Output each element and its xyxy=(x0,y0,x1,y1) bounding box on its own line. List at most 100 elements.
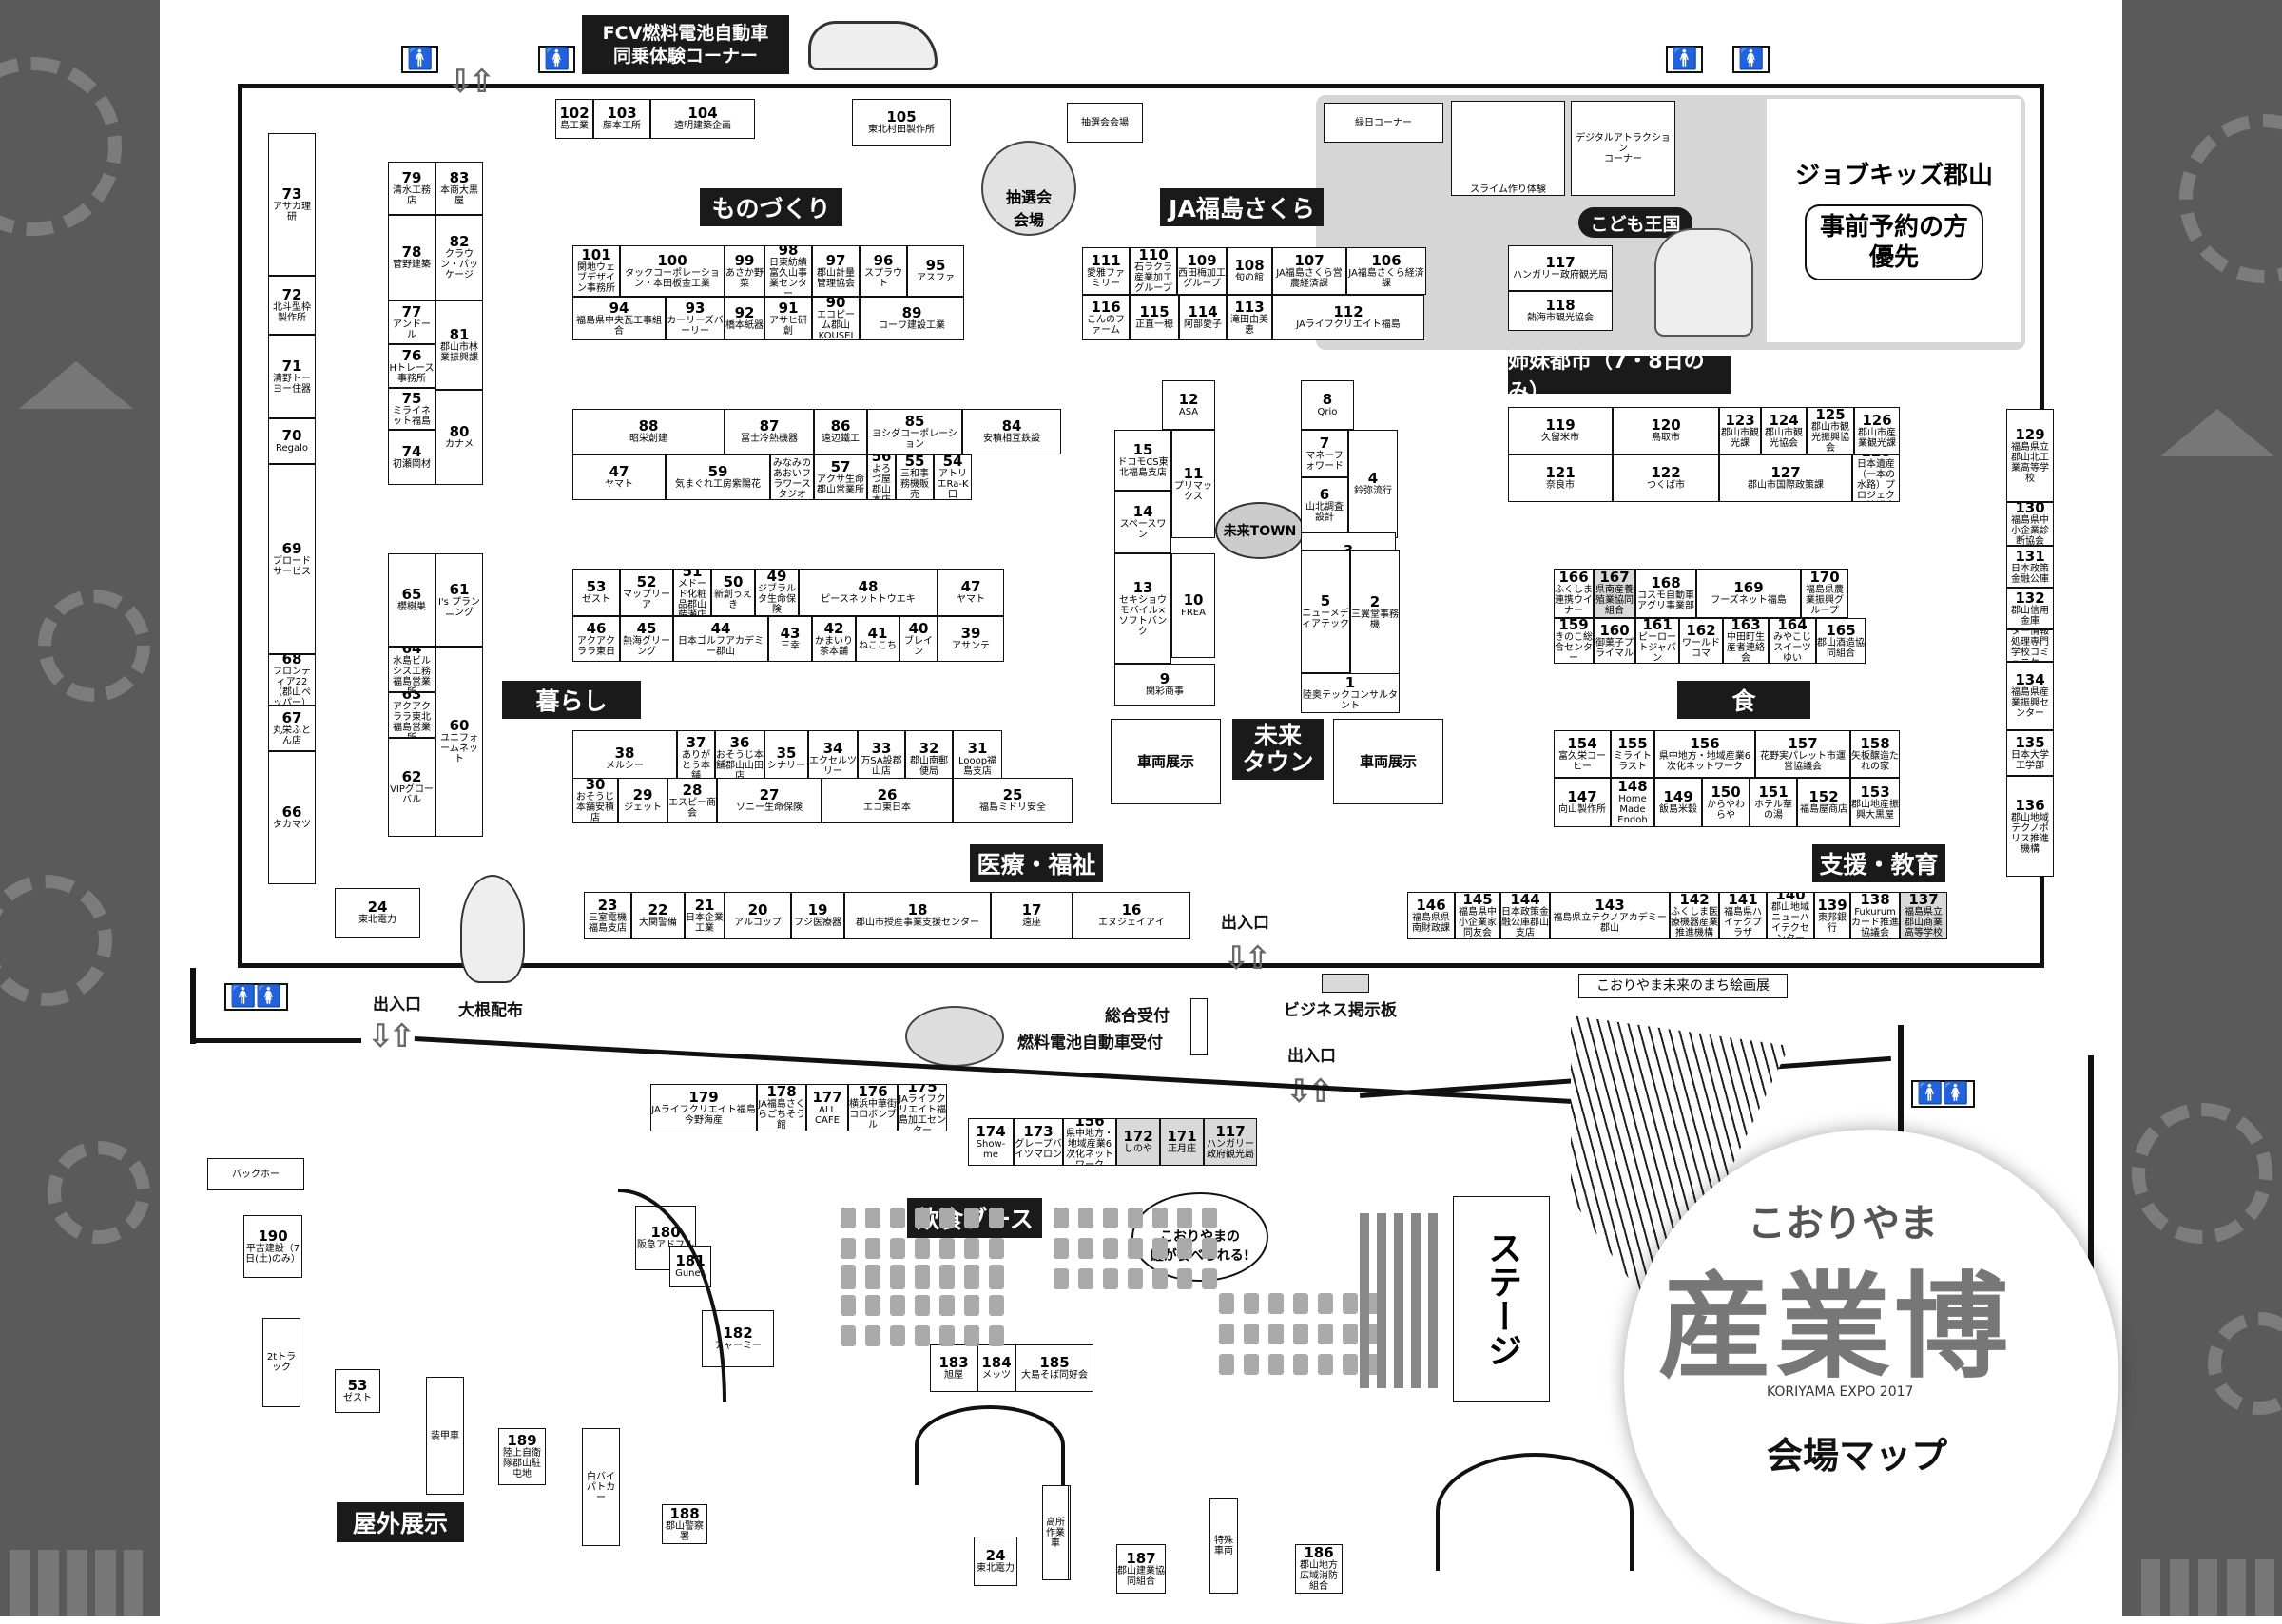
green-corner-label: 緑日コーナー xyxy=(1355,117,1412,128)
booth-name: ヤマト xyxy=(605,479,633,490)
booth-number: 138 xyxy=(1860,892,1890,908)
booth-number: 85 xyxy=(904,412,925,430)
zone-mirai: 未来 タウン xyxy=(1232,719,1324,780)
booth-number: 148 xyxy=(1617,778,1648,795)
booth-name: 福島県中央瓦工事組合 xyxy=(576,315,662,337)
food-seat xyxy=(1268,1354,1284,1375)
booth-number: 127 xyxy=(1770,464,1801,481)
booth-number: 189 xyxy=(507,1432,537,1449)
booth-name: 気まぐれ工房紫陽花 xyxy=(675,479,761,490)
zone-monozukuri: ものづくり xyxy=(700,188,842,226)
booth-name: 郡山南郵便局 xyxy=(910,755,948,777)
booth-name: 日本企業工業 xyxy=(686,912,724,934)
booth-number: 2 xyxy=(1369,592,1381,610)
booth-number: 39 xyxy=(960,625,981,642)
booth-name: きのこ総合センター xyxy=(1555,632,1593,664)
food-seat xyxy=(1244,1354,1259,1375)
booth-number: 114 xyxy=(1188,303,1218,320)
food-seat xyxy=(1128,1208,1143,1228)
booth-name: マップリーア xyxy=(623,589,670,610)
booth-name: 福島県立テクノアカデミー郡山 xyxy=(1553,912,1667,934)
business-board-label: ビジネス掲示板 xyxy=(1284,1001,1397,1020)
food-seat xyxy=(890,1295,905,1316)
booth-name: カナメ xyxy=(445,439,474,450)
booth-number: 165 xyxy=(1826,621,1856,639)
booth-name: 三幸 xyxy=(781,641,800,651)
booth-name: 陸奥テックコンサルタント xyxy=(1303,689,1398,711)
booth-name: ありがとう本舗 xyxy=(682,750,710,782)
booth-number: 72 xyxy=(281,285,302,303)
zone-shimai: 姉妹都市（7・8日のみ） xyxy=(1508,350,1731,404)
fcv-reception-car-icon xyxy=(905,1006,1004,1067)
booth-name: チャーミー xyxy=(714,1341,762,1351)
booth-number: 52 xyxy=(636,572,657,590)
booth-number: 122 xyxy=(1651,464,1681,481)
food-seat xyxy=(989,1265,1004,1286)
booth-name: 郡山市授産事業支援センター xyxy=(856,918,979,928)
booth-number: 50 xyxy=(723,572,744,590)
booth-name: ドコモCS東北福島支店 xyxy=(1117,456,1169,478)
booth-name: Qrio xyxy=(1317,407,1338,417)
booth-facility: 特殊車両 xyxy=(1209,1498,1238,1594)
booth-number: 182 xyxy=(723,1324,753,1342)
booth-name: エスピー商会 xyxy=(668,797,716,819)
booth-number: 166 xyxy=(1558,569,1589,586)
booth-number: 186 xyxy=(1304,1544,1334,1561)
booth-name: フーズネット福島 xyxy=(1711,595,1787,606)
booth-number: 42 xyxy=(823,619,844,637)
entrance-arrows-icon: ⇩⇧ xyxy=(1223,939,1271,977)
food-seat xyxy=(1177,1268,1192,1289)
booth-number: 168 xyxy=(1651,573,1681,591)
booth-name: 三翼堂事務機 xyxy=(1351,609,1399,630)
job-kids-title: ジョブキッズ郡山 xyxy=(1794,162,1993,190)
booth-number: 27 xyxy=(759,786,780,803)
logo-en-text: KORIYAMA EXPO 2017 xyxy=(1767,1384,1914,1400)
booth-name: 郡山市林業振興課 xyxy=(440,341,478,363)
food-seat xyxy=(1152,1208,1168,1228)
booth-name: しのや xyxy=(1124,1144,1152,1154)
booth-name: ニューメディアテック xyxy=(1302,608,1349,629)
booth-name: JAライフクリエイト福島 xyxy=(1296,319,1401,330)
food-seat xyxy=(939,1325,955,1346)
food-seat xyxy=(1268,1293,1284,1314)
food-seat xyxy=(1103,1208,1118,1228)
booth-name: 旬の館 xyxy=(1235,273,1264,283)
booth-name: 郡山酒造協同組合 xyxy=(1817,637,1865,659)
booth-number: 43 xyxy=(780,625,801,642)
booth-number: 24 xyxy=(985,1547,1006,1564)
food-seat xyxy=(1177,1238,1192,1259)
food-seat xyxy=(841,1208,856,1228)
zone-mirai-line-1: 未来 xyxy=(1253,722,1302,749)
wall xyxy=(190,968,196,1044)
booth-name: アルコップ xyxy=(734,918,782,928)
food-seat xyxy=(989,1325,1004,1346)
booth-number: 47 xyxy=(609,463,629,480)
food-seat xyxy=(1103,1268,1118,1289)
zone-okugai: 屋外展示 xyxy=(337,1502,464,1542)
booth-number: 20 xyxy=(747,901,768,918)
slime-corner: スライム作り体験 xyxy=(1451,101,1565,196)
